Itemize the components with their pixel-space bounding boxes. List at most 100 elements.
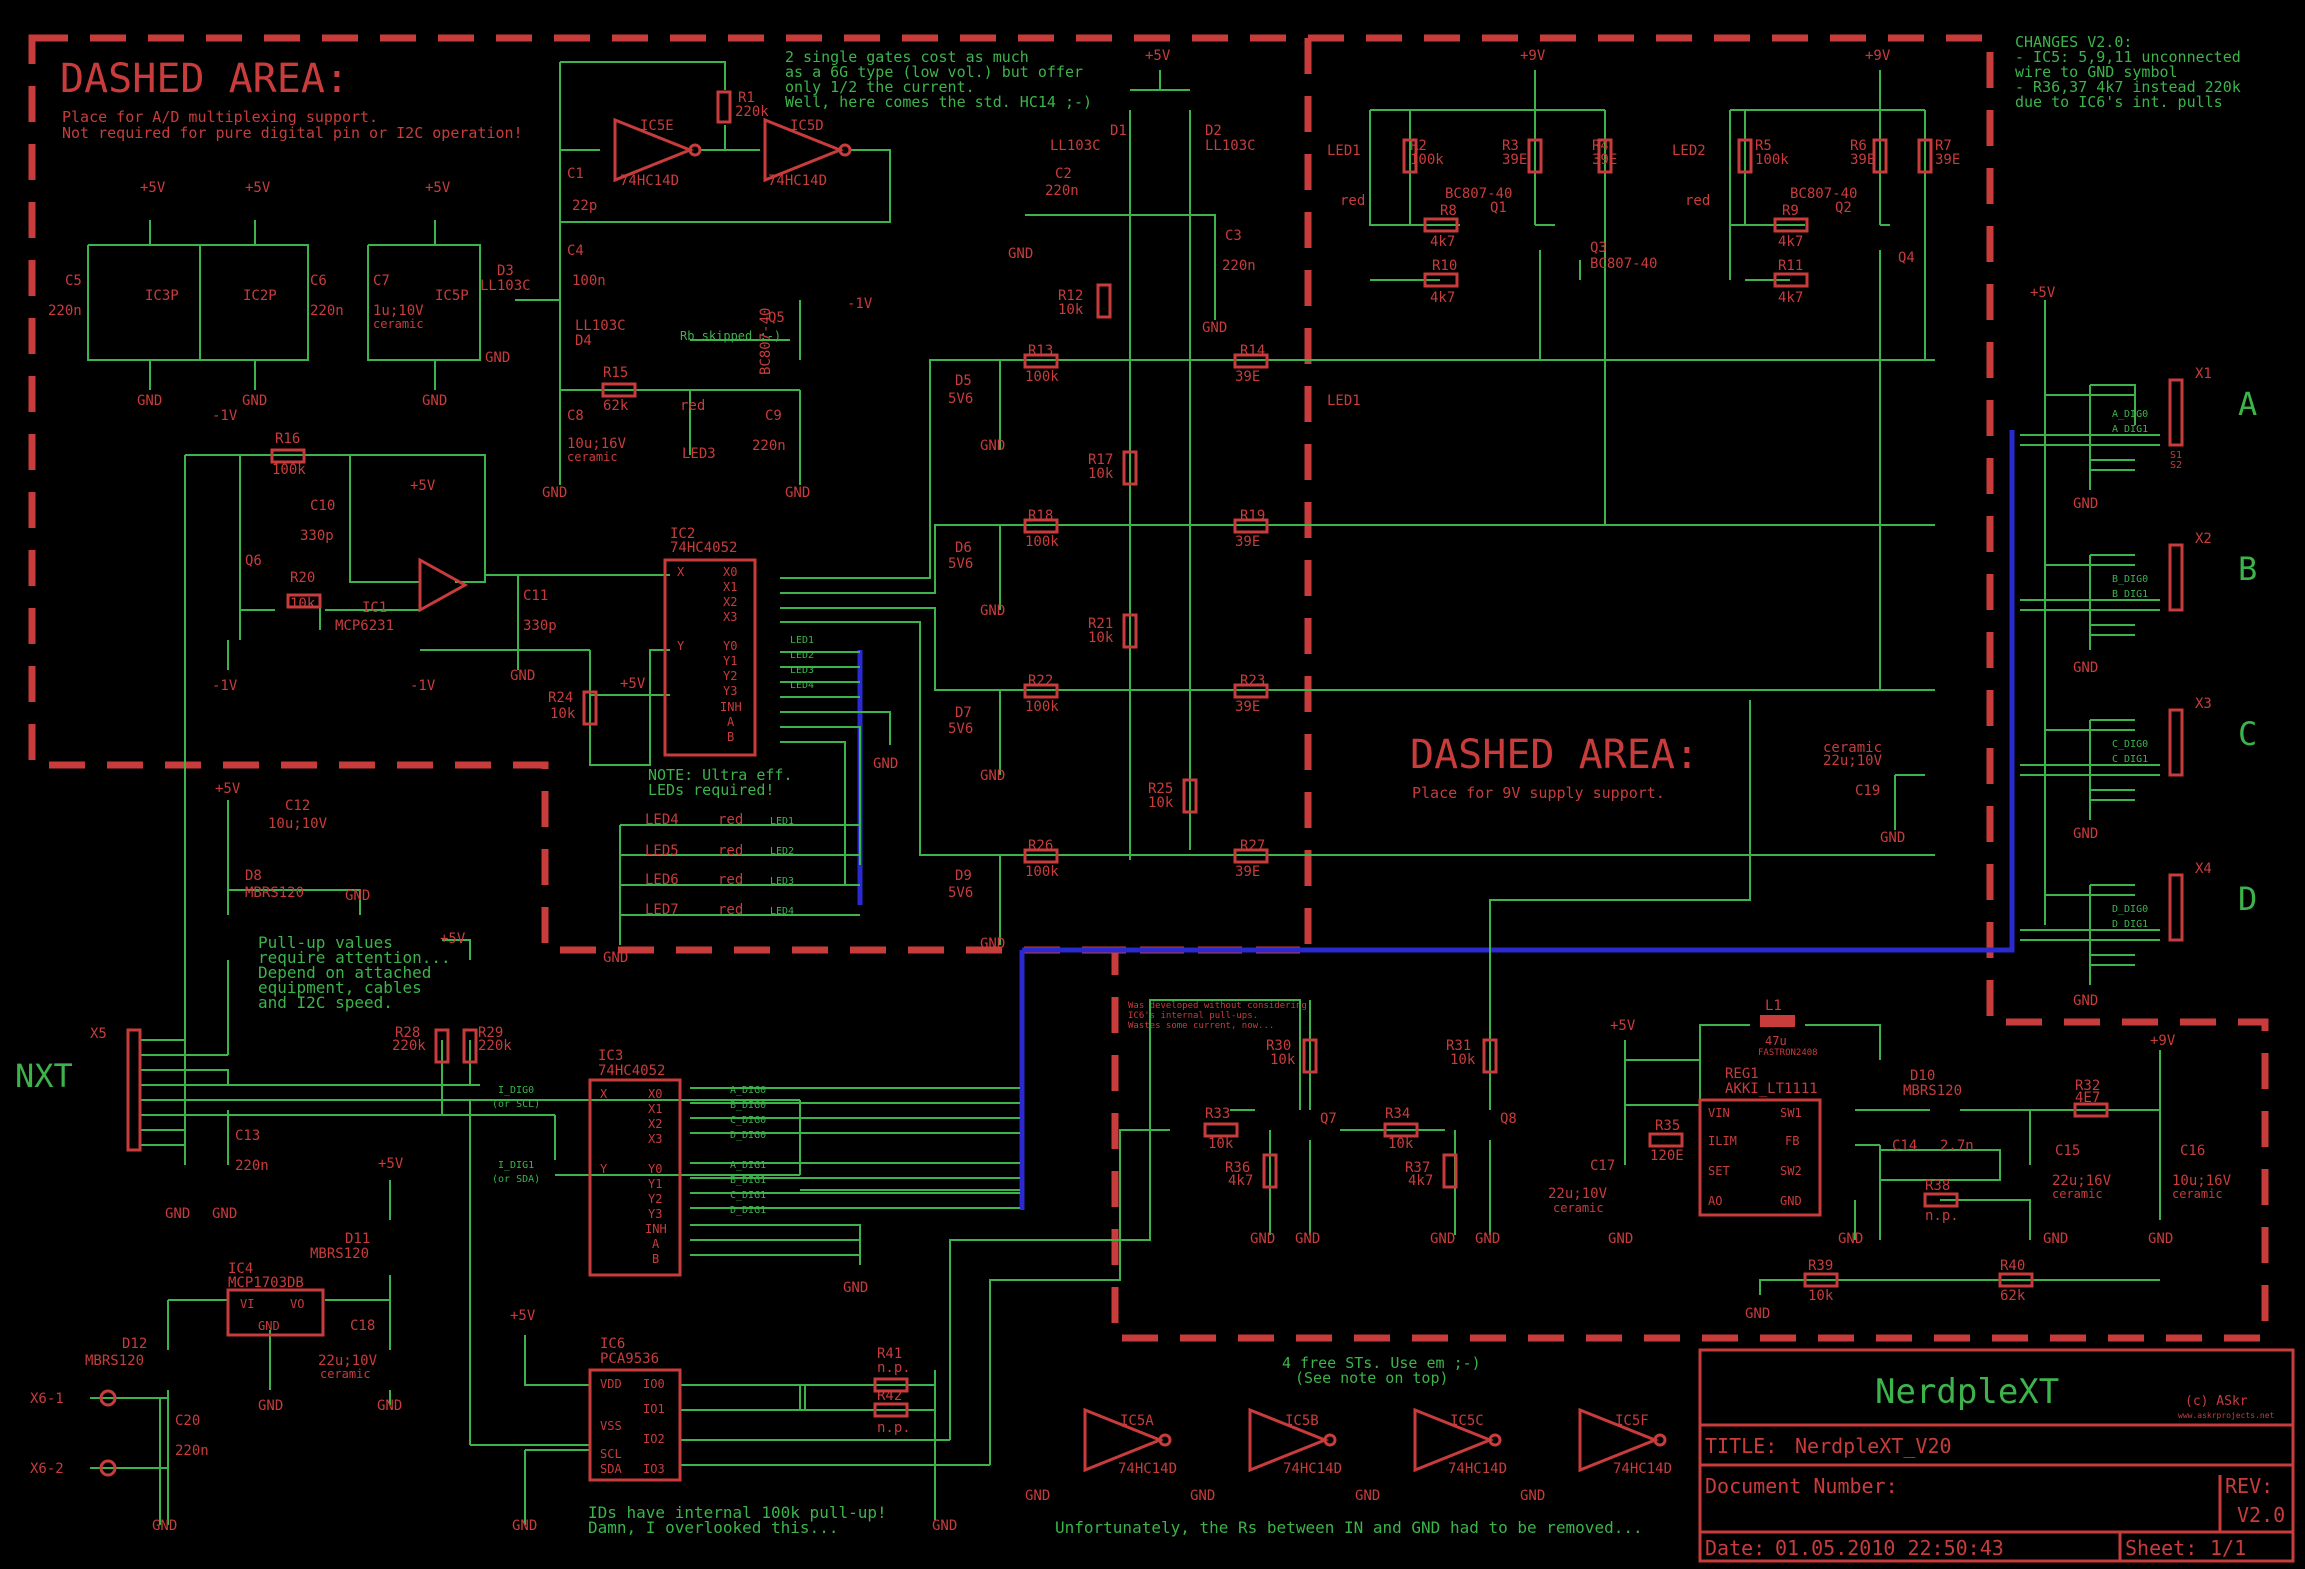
svg-text:R5: R5 (1755, 138, 1772, 154)
svg-text:MCP6231: MCP6231 (335, 618, 394, 634)
svg-text:R30: R30 (1266, 1038, 1291, 1054)
svg-text:5V6: 5V6 (948, 556, 973, 572)
svg-text:R40: R40 (2000, 1258, 2025, 1274)
svg-text:BC807-40: BC807-40 (1790, 186, 1857, 202)
svg-text:4k7: 4k7 (1430, 234, 1455, 250)
svg-text:GND: GND (2073, 993, 2098, 1009)
svg-text:B: B (727, 730, 734, 744)
svg-text:R41: R41 (877, 1346, 902, 1362)
svg-text:SET: SET (1708, 1164, 1730, 1178)
svg-text:(or SCL): (or SCL) (492, 1099, 540, 1110)
svg-text:X3: X3 (2195, 696, 2212, 712)
port-label-c: C (2238, 715, 2257, 753)
svg-text:R42: R42 (877, 1388, 902, 1404)
title-block-rev-label: REV: (2225, 1474, 2273, 1498)
svg-text:VI: VI (240, 1297, 254, 1311)
svg-text:IC2P: IC2P (243, 288, 277, 304)
svg-text:D3: D3 (497, 263, 514, 279)
wires (87, 61, 2161, 1525)
svg-text:22p: 22p (572, 198, 597, 214)
svg-text:BC807-40: BC807-40 (1590, 256, 1657, 272)
svg-text:X2: X2 (648, 1117, 662, 1131)
svg-text:2.7n: 2.7n (1940, 1138, 1974, 1154)
svg-text:Y1: Y1 (723, 654, 737, 668)
svg-text:L1: L1 (1765, 998, 1782, 1014)
svg-text:MBRS120: MBRS120 (1903, 1083, 1962, 1099)
inductor-l1: L1 47u FASTRON2408 (1758, 998, 1818, 1058)
svg-text:GND: GND (2043, 1231, 2068, 1247)
svg-text:ceramic: ceramic (2052, 1187, 2103, 1201)
svg-text:B_DIG0: B_DIG0 (2112, 574, 2148, 585)
svg-text:GND: GND (873, 756, 898, 772)
svg-text:VSS: VSS (600, 1419, 622, 1433)
svg-text:R2: R2 (1410, 138, 1427, 154)
svg-text:LL103C: LL103C (480, 278, 531, 294)
svg-text:GND: GND (1745, 1306, 1770, 1322)
svg-text:4 free STs. Use em ;-): 4 free STs. Use em ;-) (1282, 1354, 1481, 1372)
svg-text:REG1: REG1 (1725, 1066, 1759, 1082)
svg-text:LED2: LED2 (1672, 143, 1706, 159)
power-labels: +5V +5V +5V +5V +9V +9V +5V +5V +5V +5V … (140, 48, 2176, 1324)
svg-text:A_DIG0: A_DIG0 (2112, 409, 2148, 420)
ic2-74hc4052: IC2 74HC4052 X X0 X1 X2 X3 Y Y0 Y1 Y2 Y3… (663, 526, 757, 757)
svg-text:GND: GND (258, 1398, 283, 1414)
title-block-copyright: (c) ASkr (2185, 1394, 2248, 1409)
svg-text:A_DIG1: A_DIG1 (2112, 424, 2148, 435)
svg-text:R16: R16 (275, 431, 300, 447)
svg-text:wire to GND symbol: wire to GND symbol (2015, 63, 2178, 81)
svg-text:ceramic: ceramic (567, 450, 618, 464)
svg-text:C11: C11 (523, 588, 548, 604)
svg-text:+5V: +5V (1610, 1018, 1636, 1034)
svg-text:4E7: 4E7 (2075, 1090, 2100, 1106)
dashed-area-right-line1: Place for 9V supply support. (1412, 784, 1665, 802)
connector-x6: X6-1 X6-2 (30, 1389, 117, 1477)
net-labels: LED1 LED2 LED3 LED4 LED1 LED2 LED3 LED4 … (492, 409, 2148, 1216)
svg-text:Well, here comes the std. HC14: Well, here comes the std. HC14 ;-) (785, 93, 1092, 111)
title-block-website: www.askrprojects.net (2178, 1411, 2275, 1420)
svg-text:C6: C6 (310, 273, 327, 289)
svg-text:C2: C2 (1055, 166, 1072, 182)
svg-text:CHANGES V2.0:: CHANGES V2.0: (2015, 33, 2132, 51)
svg-text:1u;10V: 1u;10V (373, 303, 424, 319)
svg-text:IC5D: IC5D (790, 118, 824, 134)
ic6-pca9536: IC6 PCA9536 VDD VSS SCL SDA IO0 IO1 IO2 … (588, 1336, 682, 1482)
svg-text:Pull-up values: Pull-up values (258, 933, 393, 952)
svg-text:10k: 10k (1208, 1136, 1234, 1152)
svg-text:C13: C13 (235, 1128, 260, 1144)
svg-text:Depend on attached: Depend on attached (258, 963, 431, 982)
svg-text:R28: R28 (395, 1025, 420, 1041)
svg-text:GND: GND (1780, 1194, 1802, 1208)
svg-text:-1V: -1V (847, 296, 873, 312)
svg-text:GND: GND (843, 1280, 868, 1296)
svg-text:100k: 100k (1410, 152, 1444, 168)
svg-text:R8: R8 (1440, 203, 1457, 219)
svg-text:Q1: Q1 (1490, 200, 1507, 216)
ic5d-inverter: IC5D 74HC14D (763, 117, 852, 189)
svg-text:R35: R35 (1655, 1118, 1680, 1134)
svg-text:C7: C7 (373, 273, 390, 289)
svg-text:R20: R20 (290, 570, 315, 586)
svg-text:R11: R11 (1778, 258, 1803, 274)
svg-text:C17: C17 (1590, 1158, 1615, 1174)
svg-text:D10: D10 (1910, 1068, 1935, 1084)
svg-text:220n: 220n (48, 303, 82, 319)
svg-text:100k: 100k (1755, 152, 1789, 168)
svg-text:C3: C3 (1225, 228, 1242, 244)
svg-text:MBRS120: MBRS120 (245, 885, 304, 901)
svg-text:C8: C8 (567, 408, 584, 424)
svg-text:BC807-40: BC807-40 (1445, 186, 1512, 202)
svg-text:C_DIG1: C_DIG1 (730, 1190, 766, 1201)
svg-text:IC3: IC3 (598, 1048, 623, 1064)
svg-text:LL103C: LL103C (1205, 138, 1256, 154)
svg-text:10k: 10k (1270, 1052, 1296, 1068)
svg-text:R39: R39 (1808, 1258, 1833, 1274)
svg-text:as a 6G type (low vol.) but of: as a 6G type (low vol.) but offer (785, 63, 1083, 81)
svg-text:IC2: IC2 (670, 526, 695, 542)
svg-text:39E: 39E (1850, 152, 1875, 168)
svg-text:X0: X0 (648, 1087, 662, 1101)
svg-text:Q2: Q2 (1835, 200, 1852, 216)
nxt-label: NXT (15, 1057, 73, 1095)
port-label-a: A (2238, 385, 2257, 423)
svg-text:22u;16V: 22u;16V (2052, 1173, 2112, 1189)
